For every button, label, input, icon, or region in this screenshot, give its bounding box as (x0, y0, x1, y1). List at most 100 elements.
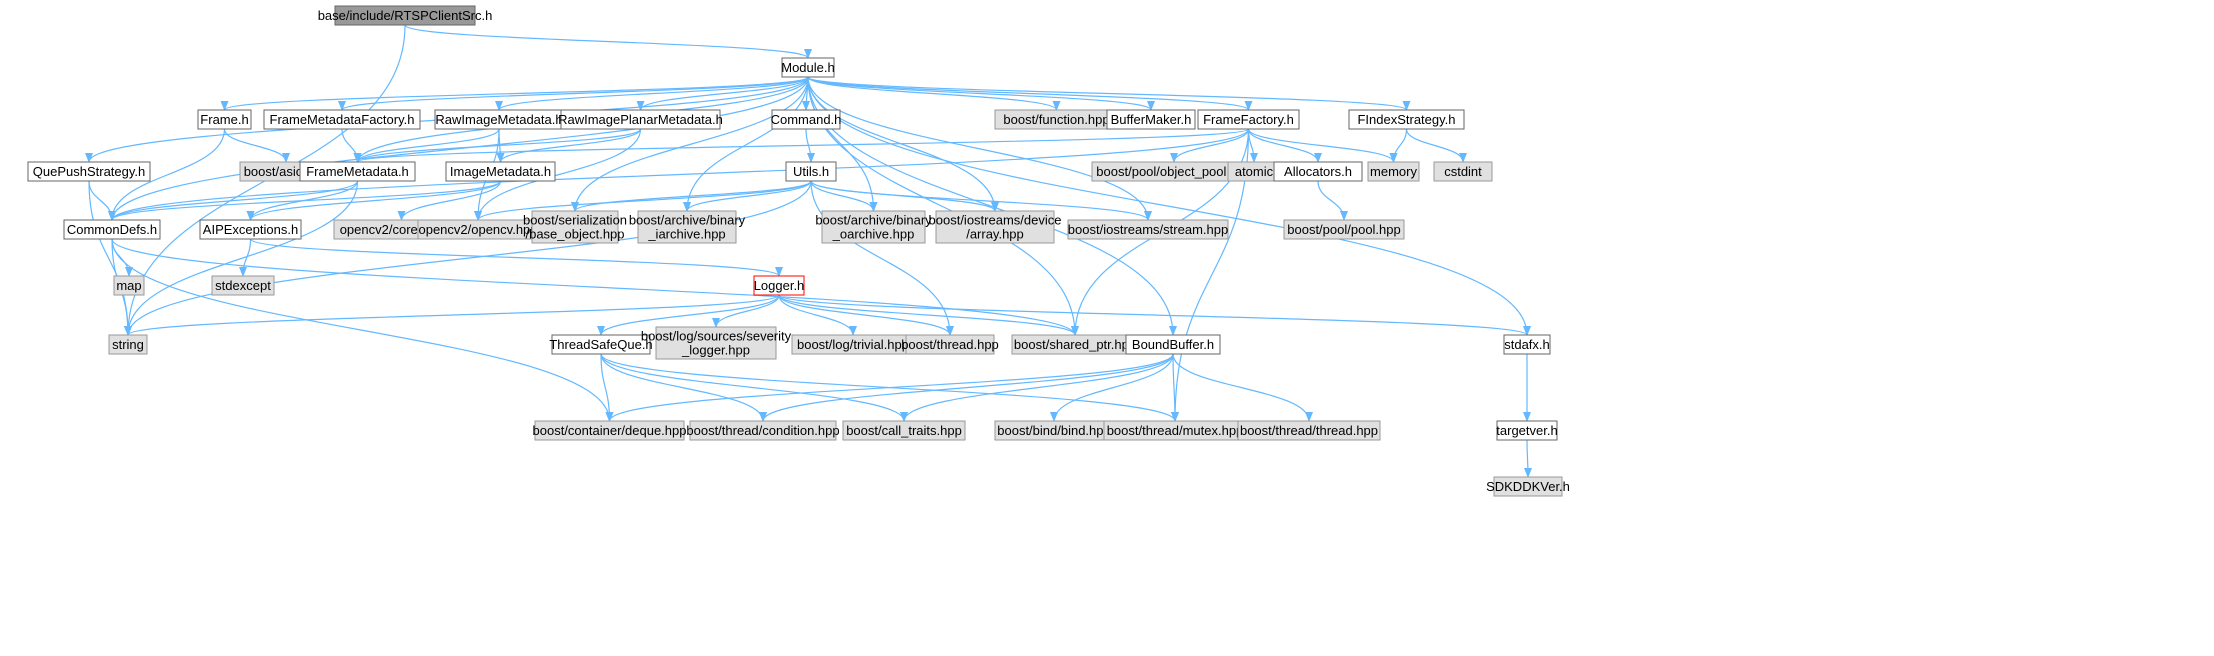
node-box (905, 334, 995, 355)
node-fidx[interactable]: FIndexStrategy.h (1348, 109, 1465, 130)
node-commondefs[interactable]: CommonDefs.h (63, 219, 161, 240)
node-box (551, 334, 651, 355)
edge-aipexc-to-logger (249, 238, 783, 277)
edge-utils-to-biarch (683, 180, 812, 212)
node-box (63, 219, 161, 240)
node-command[interactable]: Command.h (771, 109, 842, 130)
edge-alloc-to-bpool (1317, 180, 1348, 221)
node-root[interactable]: base/include/RTSPClientSrc.h (318, 5, 493, 26)
node-label: FrameFactory.h (1203, 112, 1294, 127)
node-label: Module.h (781, 60, 834, 75)
node-label: boost/thread/mutex.hpp (1107, 423, 1244, 438)
node-box (1273, 161, 1363, 182)
edge-tsq-to-bcall (600, 353, 908, 422)
node-logger[interactable]: Logger.h (753, 275, 805, 296)
edge-ripm-to-im (496, 128, 642, 163)
edge-module-to-fidx (807, 76, 1411, 111)
edge-logger-to-stdafx (778, 294, 1531, 336)
edge-module-to-fmf (338, 76, 809, 111)
node-bmutex: boost/thread/mutex.hpp (1103, 420, 1247, 441)
node-box (1237, 420, 1381, 441)
node-boundbuf[interactable]: BoundBuffer.h (1125, 334, 1221, 355)
node-opencv: opencv2/opencv.hpp (417, 219, 539, 240)
node-label: boost/pool/object_pool.hpp (1096, 164, 1251, 179)
node-stdafx[interactable]: stdafx.h (1503, 334, 1551, 355)
node-label: boost/log/trivial.hpp (797, 337, 909, 352)
node-label: boost/call_traits.hpp (846, 423, 962, 438)
node-module[interactable]: Module.h (781, 57, 835, 78)
node-aipexc[interactable]: AIPExceptions.h (199, 219, 302, 240)
node-label: boost/container/deque.hpp (533, 423, 687, 438)
node-box (1496, 420, 1558, 441)
node-label: CommonDefs.h (67, 222, 157, 237)
node-tsq[interactable]: ThreadSafeQue.h (549, 334, 653, 355)
node-stdexcept: stdexcept (211, 275, 275, 296)
edge-tsq-to-bdeque (600, 353, 614, 422)
edge-ff-to-memory (1247, 128, 1398, 163)
node-label: boost/serialization (523, 213, 627, 228)
edge-logger-to-blogtriv (778, 294, 857, 336)
node-box (108, 334, 148, 355)
node-string: string (108, 334, 148, 355)
node-label: RawImageMetadata.h (435, 112, 562, 127)
node-im[interactable]: ImageMetadata.h (445, 161, 556, 182)
node-frame[interactable]: Frame.h (197, 109, 252, 130)
edge-ripm-to-fm (353, 128, 642, 163)
edge-boundbuf-to-bdeque (605, 353, 1174, 422)
edge-utils-to-bstream (810, 180, 1152, 221)
node-box (334, 5, 476, 26)
node-label: boost/archive/binary (815, 213, 932, 228)
node-box (560, 109, 721, 130)
edge-tsq-to-bcond (600, 353, 767, 422)
node-utils[interactable]: Utils.h (785, 161, 837, 182)
edge-im-to-cvdef (397, 180, 502, 221)
node-box (689, 420, 837, 441)
node-blogtriv: boost/log/trivial.hpp (791, 334, 915, 355)
edge-rim-to-fm (353, 128, 500, 163)
node-box (445, 161, 556, 182)
node-label: _iarchive.hpp (647, 227, 725, 242)
node-label: Command.h (771, 112, 842, 127)
node-label: BoundBuffer.h (1132, 337, 1214, 352)
node-label: string (112, 337, 144, 352)
node-label: Logger.h (754, 278, 805, 293)
node-alloc[interactable]: Allocators.h (1273, 161, 1363, 182)
node-qps[interactable]: QuePushStrategy.h (27, 161, 151, 182)
node-box (753, 275, 805, 296)
edge-module-to-bser (571, 76, 809, 212)
edge-root-to-module (404, 24, 812, 59)
node-ripm[interactable]: RawImagePlanarMetadata.h (558, 109, 723, 130)
edge-qps-to-string (88, 180, 132, 336)
node-rim[interactable]: RawImageMetadata.h (434, 109, 564, 130)
node-box (785, 161, 837, 182)
node-fmf[interactable]: FrameMetadataFactory.h (263, 109, 421, 130)
edge-fm-to-commondefs (108, 180, 359, 221)
edge-ff-to-fm (353, 128, 1250, 163)
node-label: stdafx.h (1504, 337, 1550, 352)
node-bcond: boost/thread/condition.hpp (686, 420, 840, 441)
edge-utils-to-opencv (474, 180, 812, 221)
node-box (842, 420, 966, 441)
node-label: Allocators.h (1284, 164, 1352, 179)
node-blogsev: boost/log/sources/severity_logger.hpp (641, 326, 792, 360)
node-label: FIndexStrategy.h (1357, 112, 1455, 127)
node-bthread: boost/thread.hpp (901, 334, 999, 355)
node-box (263, 109, 421, 130)
node-label: boost/iostreams/stream.hpp (1068, 222, 1228, 237)
node-box (781, 57, 835, 78)
node-fm[interactable]: FrameMetadata.h (299, 161, 416, 182)
node-targetver[interactable]: targetver.h (1496, 420, 1558, 441)
node-box (655, 326, 777, 360)
node-bser: boost/serialization/base_object.hpp (523, 210, 627, 244)
node-label: boost/thread/condition.hpp (686, 423, 839, 438)
node-bufmaker[interactable]: BufferMaker.h (1106, 109, 1196, 130)
node-label: SDKDDKVer.h (1486, 479, 1570, 494)
node-label: /base_object.hpp (525, 227, 624, 242)
node-label: FrameMetadata.h (306, 164, 409, 179)
node-box (1283, 219, 1405, 240)
node-atomic: atomic (1227, 161, 1281, 182)
node-ff[interactable]: FrameFactory.h (1197, 109, 1300, 130)
node-box (531, 210, 619, 244)
edge-module-to-bstream (807, 76, 1152, 221)
node-box (1433, 161, 1493, 182)
